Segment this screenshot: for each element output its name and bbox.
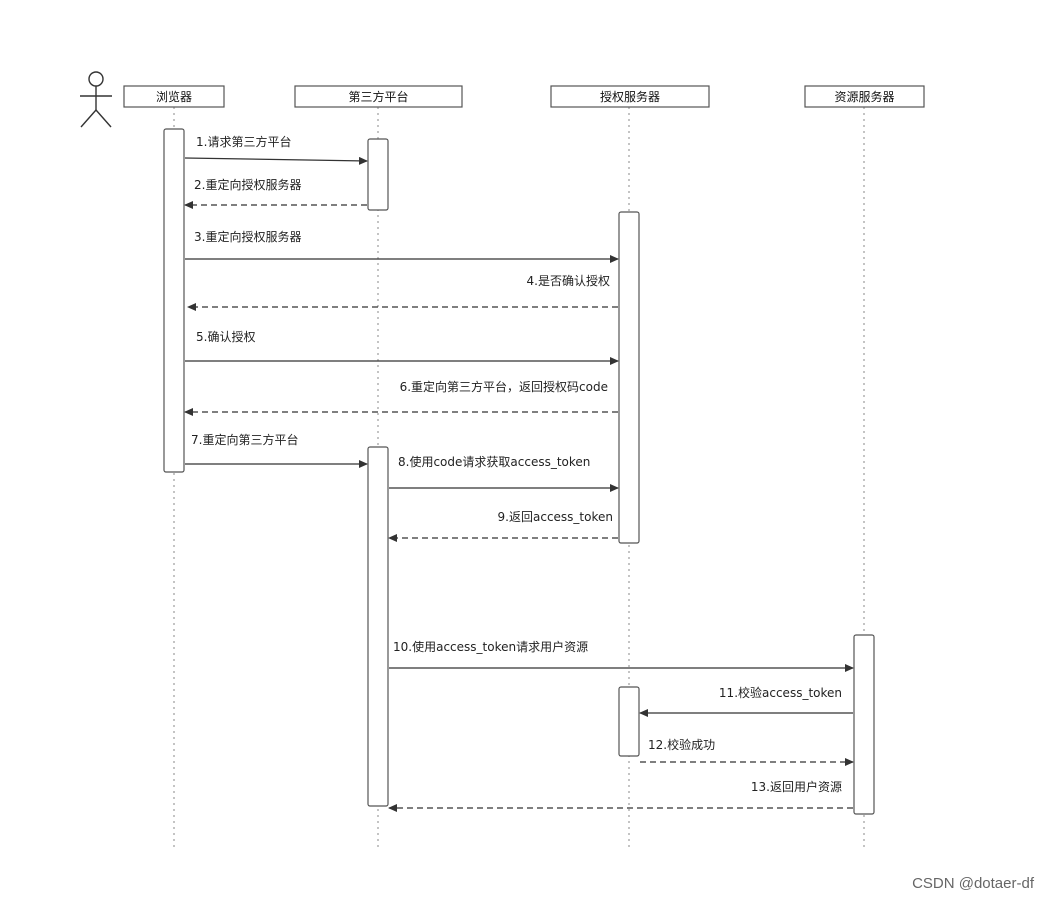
message-9: 9.返回access_token	[388, 510, 618, 542]
participant-label: 授权服务器	[600, 89, 660, 104]
participant-box	[550, 85, 710, 108]
message-label: 10.使用access_token请求用户资源	[393, 639, 588, 654]
participant-thirdparty: 第三方平台	[294, 85, 463, 108]
message-6: 6.重定向第三方平台，返回授权码code	[184, 379, 618, 416]
message-label: 2.重定向授权服务器	[194, 177, 301, 192]
message-13: 13.返回用户资源	[388, 779, 853, 812]
participant-box	[804, 85, 925, 108]
participant-box	[294, 85, 463, 108]
message-1: 1.请求第三方平台	[184, 134, 368, 165]
message-4: 4.是否确认授权	[187, 273, 618, 311]
participant-authserver: 授权服务器	[550, 85, 710, 108]
user-actor-icon	[80, 71, 112, 128]
call-arrow	[184, 156, 368, 165]
message-5: 5.确认授权	[185, 329, 619, 365]
message-label: 11.校验access_token	[719, 685, 842, 700]
participant-label: 第三方平台	[348, 89, 408, 104]
participant-resourceserver: 资源服务器	[804, 85, 925, 108]
activation-resourceserver	[853, 634, 875, 815]
message-label: 6.重定向第三方平台，返回授权码code	[400, 379, 608, 394]
activation-browser	[163, 128, 185, 473]
activation-authserver	[618, 211, 640, 544]
activation-thirdparty	[367, 138, 389, 211]
participant-browser: 浏览器	[123, 85, 225, 108]
message-label: 5.确认授权	[196, 329, 255, 344]
activation-authserver	[618, 686, 640, 757]
message-label: 4.是否确认授权	[527, 273, 610, 288]
participant-label: 资源服务器	[834, 89, 894, 104]
message-label: 8.使用code请求获取access_token	[398, 454, 590, 469]
watermark-text: CSDN @dotaer-df	[912, 875, 1034, 892]
message-10: 10.使用access_token请求用户资源	[389, 639, 854, 672]
message-label: 9.返回access_token	[498, 510, 613, 524]
message-label: 13.返回用户资源	[751, 779, 842, 794]
activation-thirdparty	[367, 446, 389, 807]
message-12: 12.校验成功	[640, 737, 854, 766]
message-7: 7.重定向第三方平台	[185, 432, 368, 468]
message-11: 11.校验access_token	[639, 685, 853, 717]
message-2: 2.重定向授权服务器	[184, 177, 367, 209]
message-8: 8.使用code请求获取access_token	[389, 454, 619, 492]
participant-box	[123, 85, 225, 108]
message-label: 7.重定向第三方平台	[191, 432, 298, 447]
message-label: 3.重定向授权服务器	[194, 229, 301, 244]
message-3: 3.重定向授权服务器	[185, 229, 619, 263]
message-label: 12.校验成功	[648, 737, 715, 752]
participant-label: 浏览器	[156, 89, 192, 104]
message-label: 1.请求第三方平台	[196, 134, 291, 149]
